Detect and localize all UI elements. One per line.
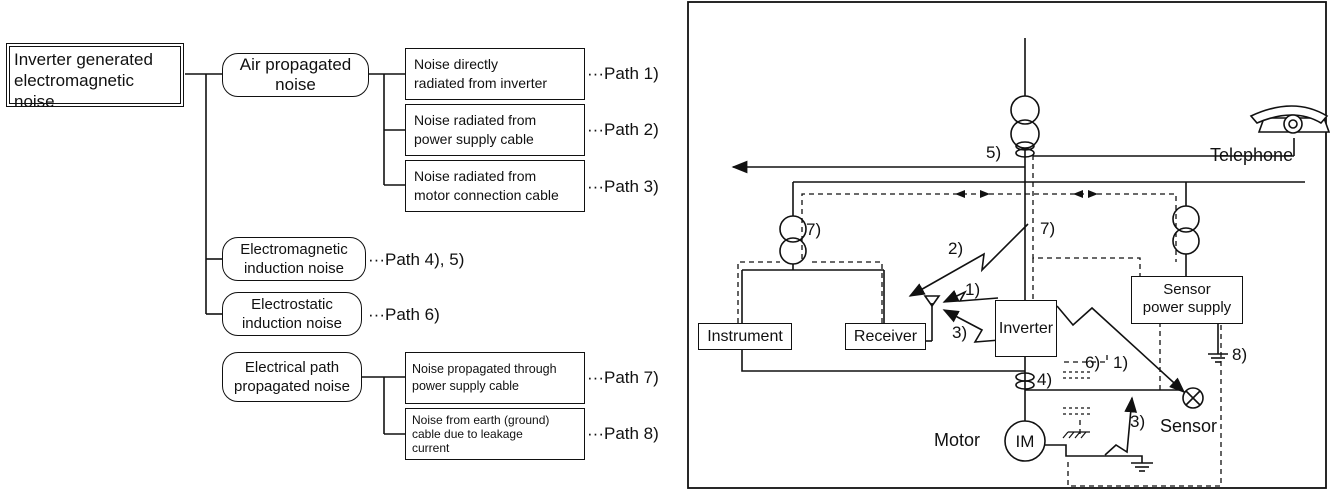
- em-line-1: Electromagnetic: [240, 241, 348, 258]
- mark-8: 8): [1232, 345, 1248, 364]
- dashed-path-distribution: [801, 193, 1177, 262]
- el-child-2-line-2: cable due to leakage: [412, 427, 523, 441]
- dashed-path-receiver: [808, 261, 883, 323]
- zigzag-path-1a: [942, 290, 999, 303]
- sensor-ps-line-2: power supply: [1142, 299, 1232, 316]
- inverter-box: Inverter: [995, 300, 1057, 357]
- el-line-2: propagated noise: [234, 378, 350, 395]
- root-line-3: noise: [14, 92, 55, 111]
- path-4-5-label: ···Path 4), 5): [368, 250, 465, 269]
- dashed-path-telephone: [1032, 155, 1141, 280]
- motor-circle: [1004, 420, 1046, 462]
- el-child-2-line-1: Noise from earth (ground): [412, 413, 550, 427]
- zigzag-path-2: [908, 223, 1029, 297]
- instrument-box: Instrument: [698, 323, 792, 350]
- instrument-signal-cable: [741, 350, 1025, 372]
- mark-4: 4): [1037, 370, 1053, 389]
- path-1-label: ···Path 1): [587, 64, 659, 83]
- path-7-label: ···Path 7): [587, 368, 659, 387]
- electrical-child-1: Noise propagated through power supply ca…: [405, 352, 585, 404]
- motor-ground-wire: [1045, 444, 1143, 463]
- mark-7-main: 7): [1040, 219, 1056, 238]
- path-2-label: ···Path 2): [587, 120, 659, 139]
- el-child-1-line-1: Noise propagated through: [412, 362, 557, 376]
- diagram-frame: [687, 1, 1327, 489]
- im-label: IM: [1015, 432, 1035, 451]
- mark-1-right: 1): [1113, 353, 1129, 372]
- instrument-label: Instrument: [707, 327, 783, 345]
- air-child-3-line-2: motor connection cable: [414, 187, 559, 203]
- path-8-label: ···Path 8): [587, 424, 659, 443]
- clamp-path5-b: [1015, 148, 1035, 158]
- electrical-child-2: Noise from earth (ground) cable due to l…: [405, 408, 585, 460]
- mark-3-right: 3): [1130, 412, 1146, 431]
- root-node: Inverter generated electromagnetic noise: [6, 43, 184, 111]
- tree-connectors: [185, 73, 405, 435]
- receiver-box: Receiver: [845, 323, 926, 350]
- antenna-icon: [923, 295, 941, 308]
- sensor-icon: [1182, 387, 1204, 409]
- telephone-label: Telephone: [1210, 145, 1294, 165]
- air-line-2: noise: [275, 75, 316, 94]
- sensor-label: Sensor: [1160, 416, 1218, 436]
- air-propagated-node: Air propagated noise: [222, 53, 369, 97]
- right-transformer-top: [1172, 205, 1200, 233]
- inverter-label: Inverter: [998, 319, 1054, 337]
- es-line-2: induction noise: [241, 315, 343, 332]
- mark-2: 2): [948, 239, 964, 258]
- em-induction-node: Electromagnetic induction noise: [222, 237, 366, 281]
- dashed-path-instrument: [737, 261, 780, 323]
- telephone-icon: [1249, 105, 1330, 134]
- el-child-2-line-3: current: [412, 441, 450, 455]
- air-child-2-line-2: power supply cable: [414, 131, 534, 147]
- air-child-1-line-1: Noise directly: [414, 56, 499, 72]
- el-line-1: Electrical path: [244, 359, 340, 376]
- root-line-2: electromagnetic: [14, 71, 135, 90]
- air-child-2: Noise radiated from power supply cable: [405, 104, 585, 156]
- air-child-3-line-1: Noise radiated from: [414, 168, 537, 184]
- dashed-path-ground: [1067, 325, 1222, 487]
- motor-label: Motor: [934, 430, 981, 450]
- sensor-cross-2: [1185, 390, 1201, 406]
- clamp-path4-b: [1015, 380, 1035, 390]
- air-child-3: Noise radiated from motor connection cab…: [405, 160, 585, 212]
- mark-1-left: 1): [965, 280, 981, 299]
- dashed-path-stray: [1064, 352, 1108, 363]
- es-line-1: Electrostatic: [251, 296, 333, 313]
- mark-5: 5): [986, 143, 1002, 162]
- air-line-1: Air propagated: [239, 55, 352, 74]
- zigzag-path-1b: [1056, 305, 1186, 394]
- electrical-path-node: Electrical path propagated noise: [222, 352, 362, 402]
- path-3-label: ···Path 3): [587, 177, 659, 196]
- zigzag-path-3b: [1104, 396, 1138, 456]
- receiver-label: Receiver: [853, 327, 918, 345]
- clamp-path5-a: [1015, 141, 1035, 151]
- main-transformer-top: [1010, 95, 1040, 125]
- mark-7-left: 7): [806, 220, 822, 239]
- sensor-power-supply-box: Sensor power supply: [1131, 276, 1243, 324]
- path-6-label: ···Path 6): [368, 305, 440, 324]
- zigzag-path-3a: [942, 309, 1001, 343]
- em-line-2: induction noise: [243, 260, 345, 277]
- left-transformer-top: [779, 215, 807, 243]
- air-child-1-line-2: radiated from inverter: [414, 75, 548, 91]
- sensor-ps-line-1: Sensor: [1163, 281, 1211, 298]
- es-induction-node: Electrostatic induction noise: [222, 292, 362, 336]
- mark-6: 6): [1085, 353, 1101, 372]
- mark-3-left: 3): [952, 323, 968, 342]
- el-child-1-line-2: power supply cable: [412, 379, 520, 393]
- air-child-2-line-1: Noise radiated from: [414, 112, 537, 128]
- air-child-1: Noise directly radiated from inverter: [405, 48, 585, 100]
- root-line-1: Inverter generated: [14, 50, 153, 69]
